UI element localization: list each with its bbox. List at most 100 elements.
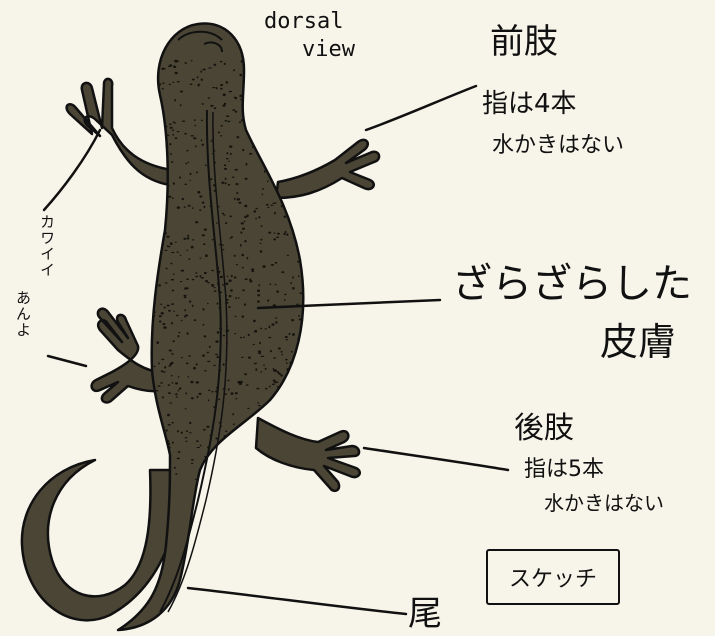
skin-dot bbox=[213, 290, 217, 292]
skin-dot bbox=[213, 286, 216, 289]
skin-dot bbox=[291, 319, 295, 322]
skin-dot bbox=[241, 356, 244, 358]
skin-dot bbox=[207, 399, 210, 402]
skin-dot bbox=[228, 295, 232, 298]
skin-dot bbox=[222, 93, 226, 97]
skin-dot bbox=[288, 333, 291, 335]
skin-dot bbox=[177, 451, 181, 453]
skin-dot bbox=[178, 331, 181, 334]
skin-dot bbox=[153, 365, 156, 368]
sketch-stamp-text: スケッチ bbox=[508, 567, 597, 592]
skin-dot bbox=[278, 372, 281, 375]
skin-dot bbox=[264, 328, 268, 330]
skin-dot bbox=[176, 206, 181, 209]
skin-dot bbox=[205, 279, 208, 283]
skin-dot bbox=[270, 264, 274, 266]
skin-dot bbox=[170, 262, 173, 265]
skin-dot bbox=[172, 273, 175, 276]
newt-body bbox=[116, 22, 305, 632]
skin-dot bbox=[166, 304, 170, 307]
skin-dot bbox=[175, 314, 179, 317]
skin-dot bbox=[251, 268, 255, 271]
skin-dot bbox=[165, 267, 168, 270]
skin-dot bbox=[216, 331, 220, 334]
skin-dot bbox=[173, 65, 177, 69]
skin-dot bbox=[243, 336, 245, 339]
skin-dot bbox=[177, 389, 180, 392]
skin-dot bbox=[171, 382, 174, 384]
skin-dot bbox=[207, 360, 211, 363]
skin-dot bbox=[178, 387, 182, 390]
skin-dot bbox=[183, 294, 187, 297]
skin-dot bbox=[200, 119, 203, 122]
skin-dot bbox=[213, 63, 217, 66]
skin-dot bbox=[269, 350, 272, 353]
skin-dot bbox=[226, 298, 229, 301]
skin-dot bbox=[228, 279, 232, 283]
skin-dot bbox=[224, 430, 228, 432]
skin-dot bbox=[167, 384, 171, 386]
skin-dot bbox=[159, 83, 162, 86]
skin-dot bbox=[299, 292, 303, 294]
skin-dot bbox=[160, 370, 163, 373]
hindlimb-line-1: 指は5本 bbox=[524, 457, 604, 482]
skin-dot bbox=[261, 188, 265, 190]
skin-dot bbox=[213, 406, 216, 408]
skin-dot bbox=[297, 275, 300, 277]
skin-dot bbox=[213, 184, 216, 187]
skin-dot bbox=[211, 153, 214, 155]
newt-right-forelimb bbox=[274, 138, 381, 200]
skin-dot bbox=[163, 326, 167, 329]
skin-dot bbox=[162, 323, 166, 325]
skin-dot bbox=[257, 300, 260, 303]
skin-dot bbox=[179, 104, 182, 107]
skin-dot bbox=[181, 120, 186, 122]
hindlimb-leader-line bbox=[362, 446, 510, 472]
skin-dot bbox=[235, 192, 239, 194]
skin-dot bbox=[281, 271, 285, 273]
skin-dot bbox=[260, 327, 263, 330]
skin-dot bbox=[224, 167, 227, 170]
skin-dot bbox=[202, 354, 205, 357]
skin-dot bbox=[255, 217, 257, 220]
skin-dot bbox=[176, 457, 180, 460]
forelimb-line-1: 指は4本 bbox=[482, 89, 577, 119]
forelimb-leader-line bbox=[364, 84, 478, 132]
skin-dot bbox=[235, 264, 238, 266]
skin-dot bbox=[183, 206, 186, 208]
skin-dot bbox=[274, 211, 276, 215]
skin-dot bbox=[165, 429, 168, 432]
skin-dot bbox=[174, 71, 178, 75]
skin-dot bbox=[202, 323, 205, 326]
newt-left-hindlimb bbox=[90, 307, 168, 404]
skin-dot bbox=[169, 242, 173, 245]
skin-dot bbox=[169, 143, 172, 146]
skin-dot bbox=[184, 287, 187, 290]
skin-dot bbox=[207, 302, 209, 305]
skin-dot bbox=[216, 222, 218, 224]
skin-dot bbox=[257, 402, 260, 404]
skin-dot bbox=[167, 413, 170, 417]
skin-dot bbox=[194, 478, 197, 480]
skin-dot bbox=[221, 244, 224, 246]
skin-dot bbox=[217, 131, 221, 134]
skin-dot bbox=[165, 125, 168, 128]
skin-dot bbox=[286, 254, 289, 257]
skin-dot bbox=[263, 364, 265, 366]
skin-dot bbox=[275, 321, 278, 324]
skin-dot bbox=[251, 270, 255, 273]
skin-dot bbox=[195, 145, 197, 148]
skin-dot bbox=[218, 369, 222, 372]
skin-dot bbox=[172, 81, 175, 84]
skin-dot bbox=[185, 162, 188, 165]
skin-dot bbox=[234, 97, 238, 100]
cute-leader-line-upper bbox=[42, 128, 102, 212]
skin-dot bbox=[234, 110, 238, 113]
skin-dot bbox=[190, 462, 194, 465]
skin-dot bbox=[196, 440, 199, 443]
skin-dot bbox=[161, 358, 165, 361]
skin-dot bbox=[180, 269, 185, 272]
skin-dot bbox=[237, 137, 240, 139]
skin-dot bbox=[202, 68, 206, 71]
skin-dot bbox=[193, 367, 196, 370]
